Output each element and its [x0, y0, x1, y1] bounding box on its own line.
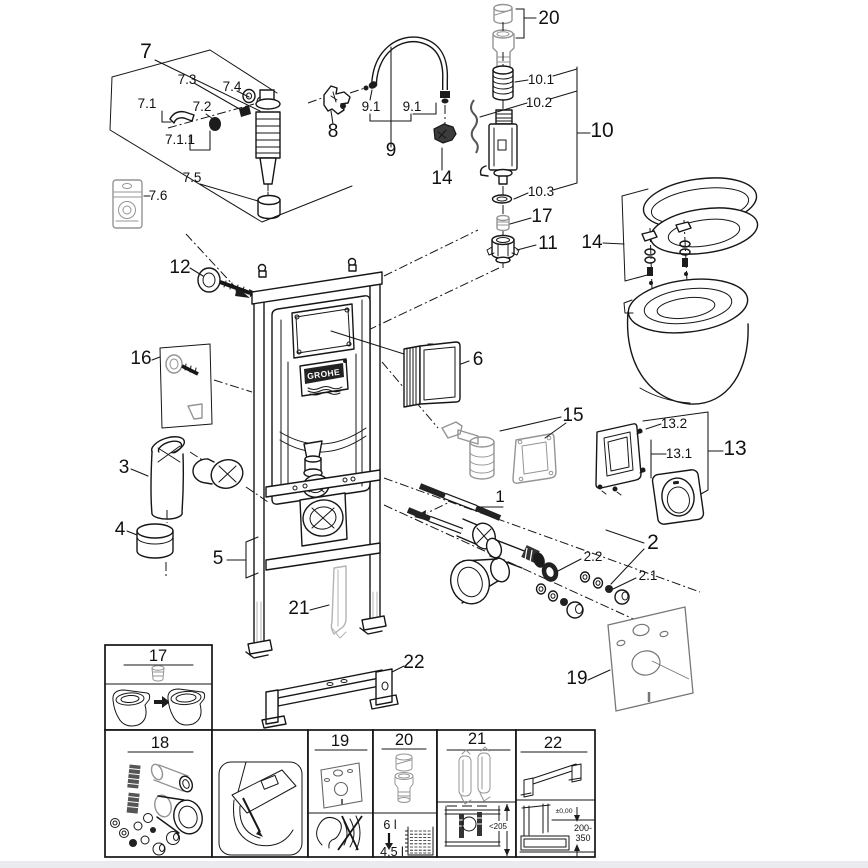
panel-21-strap-icons — [458, 746, 491, 805]
callout-10: 10 — [590, 119, 613, 142]
callout-7-1: 7.1 — [138, 96, 157, 111]
callout-16: 16 — [130, 348, 151, 369]
callout-20: 20 — [538, 8, 559, 29]
callout-13-1: 13.1 — [666, 446, 692, 461]
callout-2-2: 2.2 — [584, 549, 603, 564]
callout-7-6: 7.6 — [149, 188, 168, 203]
panel-21-title: 21 — [468, 730, 486, 748]
sound-insulation-mat-19 — [587, 606, 694, 712]
hose-and-clip-group — [307, 36, 457, 171]
support-bracket-22 — [261, 665, 405, 729]
panel-18-fastener-kit-icons — [110, 763, 203, 856]
callout-13-2: 13.2 — [661, 416, 687, 431]
spacer-set-15 — [441, 416, 567, 484]
panel-20 — [372, 729, 438, 858]
actuation-plate-group-13 — [595, 411, 724, 525]
callout-13: 13 — [723, 437, 746, 460]
panel-22-level: ±0,00 — [556, 808, 573, 815]
callout-22: 22 — [403, 652, 424, 673]
panel-17-toilet-swap-icons — [112, 688, 206, 727]
callout-labels: 7 7.3 7.4 7.1 7.2 7.1.1 7.5 7.6 8 9.1 9.… — [115, 8, 747, 689]
connection-set-group — [383, 477, 701, 623]
toilet-group — [602, 177, 759, 405]
callout-2-1: 2.1 — [639, 568, 658, 583]
panel-20-volume-from: 6 l — [383, 818, 396, 832]
flush-plate — [651, 469, 705, 525]
panel-17-title: 17 — [149, 647, 167, 665]
panel-22-range-1: 200- — [574, 823, 592, 833]
support-strap-21 — [330, 565, 347, 639]
callout-11: 11 — [538, 233, 558, 254]
callout-19: 19 — [566, 668, 587, 689]
callout-7-5: 7.5 — [183, 170, 202, 185]
panel-20-tank-icon — [405, 826, 434, 856]
callout-4: 4 — [115, 519, 126, 540]
panel-22-bracket-icon — [520, 763, 582, 798]
callout-10-2: 10.2 — [526, 95, 552, 110]
callout-2: 2 — [647, 531, 659, 554]
protection-box-6 — [403, 341, 470, 408]
inlet-elbow-group — [126, 436, 269, 576]
spare-parts-panels: 17 18 19 20 21 22 — [104, 644, 596, 859]
wall-bracket-16 — [151, 343, 213, 429]
fill-valve-group — [109, 49, 353, 229]
page-bottom-band — [0, 861, 868, 868]
panel-22-title: 22 — [544, 734, 562, 752]
panel-20-title: 20 — [395, 731, 413, 749]
callout-9-1b: 9.1 — [403, 99, 422, 114]
installation-frame-group: GROHE — [185, 229, 479, 659]
callout-9: 9 — [386, 140, 397, 161]
callout-3: 3 — [119, 457, 130, 478]
callout-7-4: 7.4 — [223, 79, 242, 94]
callout-1: 1 — [495, 487, 504, 506]
callout-7: 7 — [140, 40, 152, 63]
callout-14a: 14 — [431, 168, 453, 189]
callout-10-3: 10.3 — [528, 184, 554, 199]
panel-21-dimension: <205 — [489, 822, 508, 831]
panel-17-seal-icon — [151, 665, 165, 682]
callout-5: 5 — [213, 548, 224, 569]
flush-valve-group — [361, 3, 591, 334]
brand-text: GROHE — [306, 367, 340, 382]
callout-7-1-1: 7.1.1 — [165, 132, 195, 147]
panel-21-dimension-sketch: <205 — [444, 804, 510, 856]
callout-14b: 14 — [581, 232, 603, 253]
callout-15: 15 — [562, 405, 583, 426]
callout-10-1: 10.1 — [528, 72, 554, 87]
panel-19-title: 19 — [331, 732, 349, 750]
seat-hinge-hardware — [641, 219, 692, 291]
callout-9-1a: 9.1 — [362, 99, 381, 114]
grohe-logo: GROHE — [299, 358, 349, 397]
callout-17: 17 — [531, 206, 552, 227]
callout-6: 6 — [473, 349, 484, 370]
callout-7-2: 7.2 — [193, 99, 212, 114]
panel-18-title: 18 — [151, 734, 169, 752]
panel-19-noise-reduction-icon — [316, 815, 363, 851]
callout-7-3: 7.3 — [178, 72, 197, 87]
callout-21: 21 — [288, 598, 309, 619]
callout-8: 8 — [328, 121, 339, 142]
callout-12: 12 — [169, 257, 190, 278]
panel-20-volume-to: 4,5 l — [380, 845, 404, 859]
panel-seat-detail-icon — [218, 761, 303, 856]
panel-21 — [436, 729, 517, 858]
panel-19-mat-icon — [320, 762, 363, 809]
panel-22-dimension-sketch: ±0,00 200- 350 — [519, 803, 595, 857]
panel-22-range-2: 350 — [575, 833, 590, 843]
panel-18 — [104, 729, 213, 858]
panel-20-extension-icon — [394, 753, 414, 803]
